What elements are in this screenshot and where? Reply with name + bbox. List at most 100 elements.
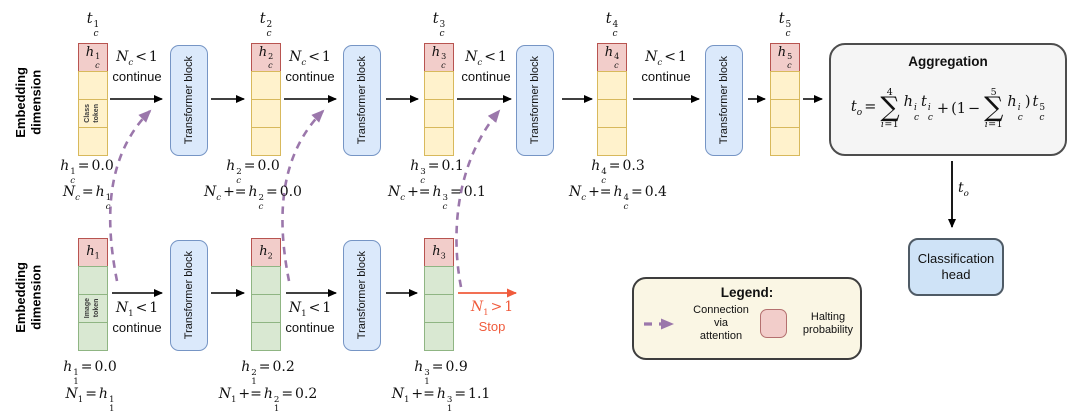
legend-item-attention: Connection via attention [642, 304, 760, 344]
formula-lhs: to= [850, 99, 877, 118]
class-token-text: Class token [84, 104, 100, 123]
embedding-cell [424, 322, 454, 351]
halting-cell: h1 [78, 238, 108, 267]
legend-title: Legend: [720, 285, 774, 300]
attention-arrow-icon [644, 318, 674, 330]
embedding-cell [251, 71, 281, 100]
transformer-block-top-3: Transformer block [516, 45, 554, 156]
aggregation-title: Aggregation [908, 54, 988, 69]
halting-value: h1 [86, 244, 100, 261]
legend-attention-label: Connection via attention [693, 304, 749, 343]
halting-value: h3 [432, 244, 446, 261]
embedding-cell [770, 71, 800, 100]
legend-halting-label: Halting probability [802, 310, 854, 336]
legend-item-halting: Halting probability [760, 309, 861, 339]
embedding-cell [770, 127, 800, 156]
embedding-cell [78, 322, 108, 351]
legend-box: Legend: Connection via attention Halting… [632, 277, 862, 360]
embedding-cell [251, 322, 281, 351]
transformer-block-top-4: Transformer block [705, 45, 743, 156]
transformer-block-top-2: Transformer block [343, 45, 381, 156]
image-token-column-2: h2 [251, 238, 281, 351]
embedding-cell [424, 127, 454, 156]
embedding-cell [424, 99, 454, 128]
embedding-dimension-label-bottom: Embedding dimension [13, 261, 44, 333]
image-token-column-1: h1 Image token [78, 238, 108, 351]
halting-cell: h2 [251, 238, 281, 267]
embedding-cell [424, 71, 454, 100]
output-token-label: to [958, 180, 969, 199]
transformer-block-top-1: Transformer block [170, 45, 208, 156]
embedding-cell [78, 266, 108, 295]
embedding-dimension-label-top: Embedding dimension [13, 66, 44, 138]
embedding-cell: Class token [78, 99, 108, 128]
image-token-column-3: h3 [424, 238, 454, 351]
embedding-cell [770, 99, 800, 128]
classification-head-box: Classification head [908, 238, 1004, 296]
embedding-cell [424, 266, 454, 295]
embedding-cell [251, 266, 281, 295]
embedding-cell [78, 71, 108, 100]
sum-symbol: 5 ∑ i=1 [984, 86, 1004, 130]
embedding-cell [424, 294, 454, 323]
embedding-cell [251, 99, 281, 128]
sum-symbol: 4 ∑ i=1 [880, 86, 900, 130]
embedding-cell [597, 127, 627, 156]
embedding-cell [251, 127, 281, 156]
embedding-cell [597, 71, 627, 100]
classification-head-label: Classification head [917, 250, 995, 282]
transformer-block-bottom-2: Transformer block [343, 240, 381, 351]
embedding-cell [78, 127, 108, 156]
halting-probability-swatch-icon [760, 309, 787, 339]
transformer-block-bottom-1: Transformer block [170, 240, 208, 351]
halting-cell: h3 [424, 238, 454, 267]
formula-operator: +(1− [936, 100, 981, 117]
halting-value: h2 [259, 244, 273, 261]
